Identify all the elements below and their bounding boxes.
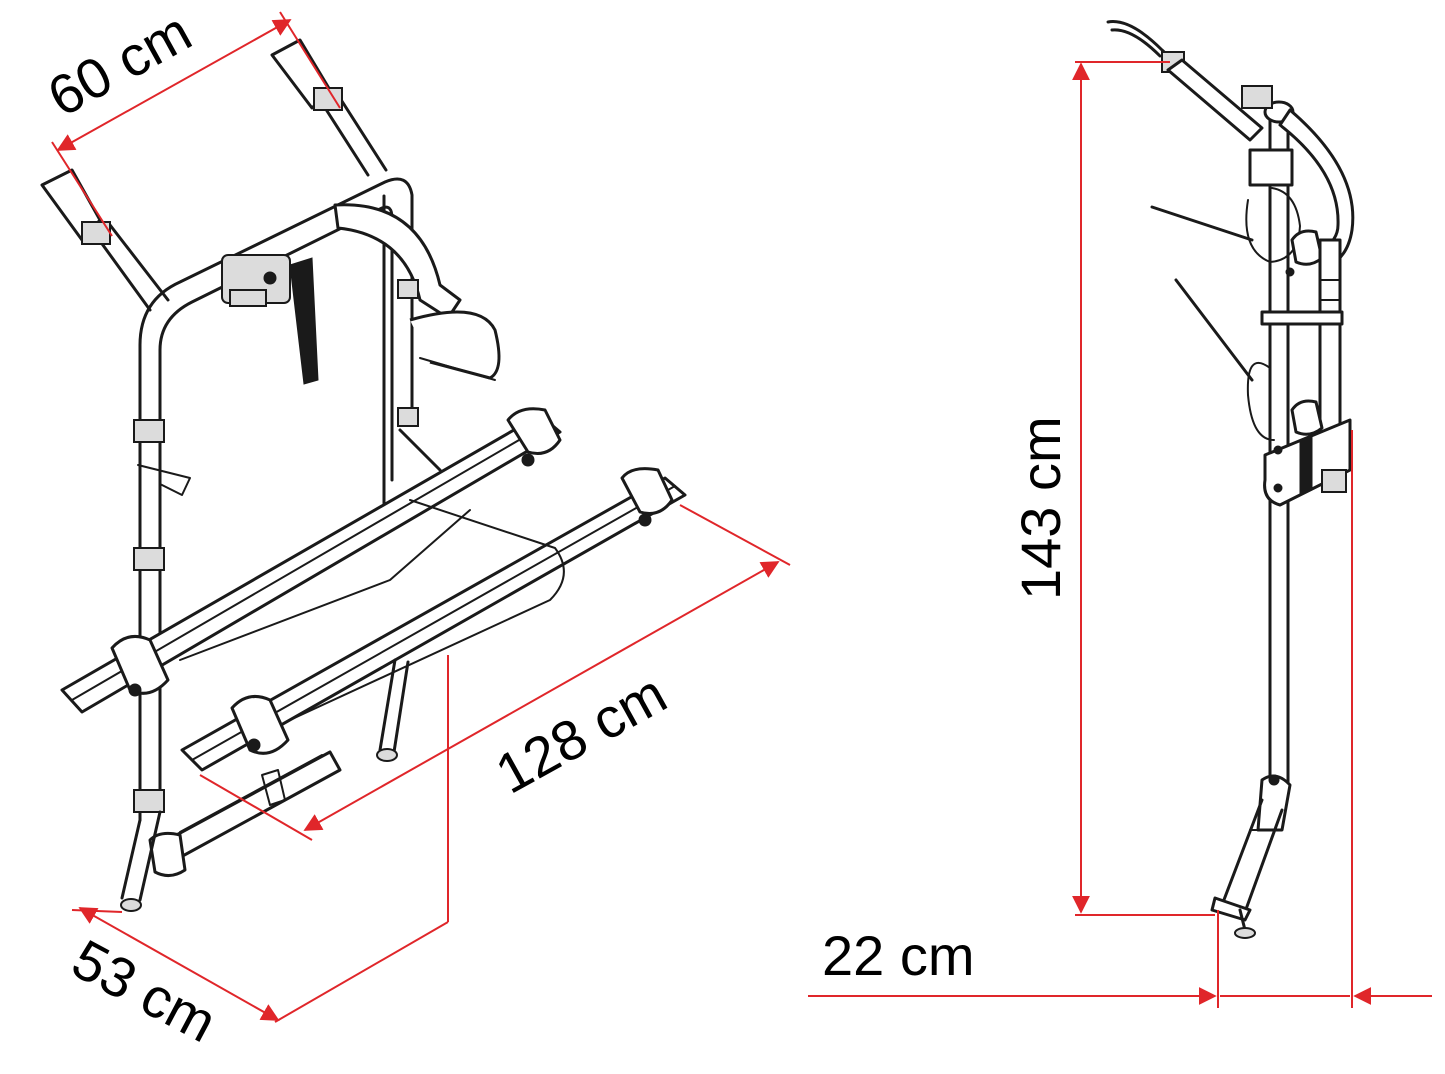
upper-clamp (221, 254, 319, 385)
depth-label: 53 cm (62, 927, 226, 1054)
side-leader-lines (1150, 205, 1254, 382)
width-label: 60 cm (37, 0, 201, 128)
dimension-lines-perspective (51, 11, 791, 1023)
main-frame (138, 177, 501, 822)
length-label: 128 cm (485, 661, 676, 805)
side-frame (1106, 20, 1355, 792)
offset-label: 22 cm (822, 924, 975, 987)
height-label: 143 cm (1009, 416, 1072, 600)
length-dimension-line (303, 561, 780, 831)
frame-fittings (133, 279, 419, 813)
side-foot (1210, 774, 1292, 939)
width-dimension-line (56, 19, 292, 151)
bottom-crossbar (120, 750, 342, 912)
side-view: 143 cm 22 cm (808, 20, 1432, 1008)
dimension-lines-side (808, 61, 1432, 1008)
depth-dimension-line (78, 907, 280, 1021)
perspective-view: 60 cm 128 cm 53 cm (37, 0, 791, 1054)
